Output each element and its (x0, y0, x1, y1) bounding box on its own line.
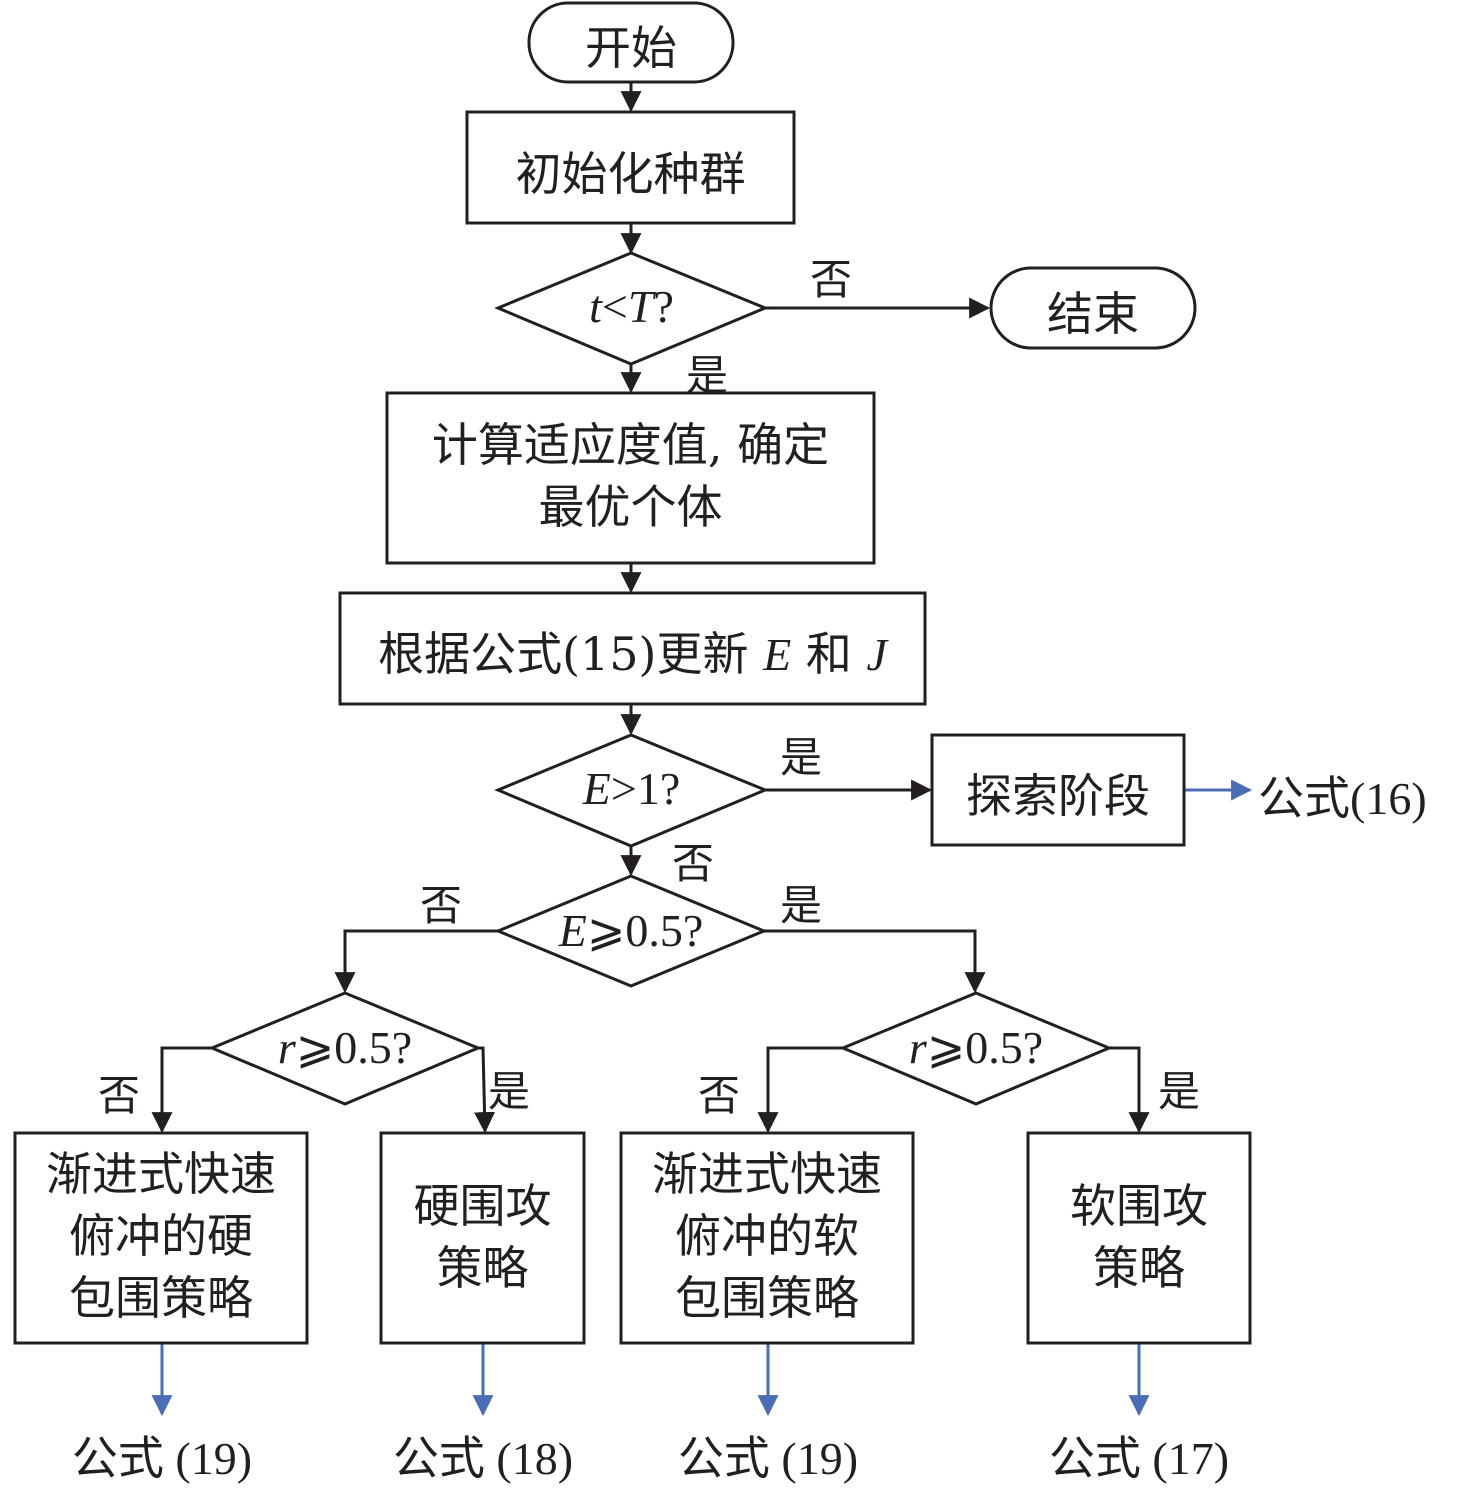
edge-label-cond-e1-yes: 是 (780, 733, 823, 782)
edge-label-cond-t-yes: 是 (686, 351, 729, 400)
edge-cond-e05-left (334, 929, 498, 994)
cond-t-var-T: T (627, 281, 654, 332)
formula-19-left: 公式 (19) (71, 1433, 253, 1484)
update-var-J: J (866, 629, 887, 680)
cond-e05-diamond (494, 874, 768, 988)
hard-dive-box (13, 1131, 309, 1345)
update-text-c: 和 (791, 627, 867, 681)
soft-siege-label: 软围攻 策略 (1028, 1175, 1250, 1299)
hard-dive-label: 渐进式快速 俯冲的硬 包围策略 (15, 1143, 307, 1329)
start-terminal (527, 1, 735, 84)
cond-t-var-t: t (589, 281, 602, 332)
hard-dive-line-1: 渐进式快速 (46, 1147, 276, 1201)
edge-label-r-right-no: 否 (698, 1071, 741, 1120)
fitness-box (385, 391, 876, 565)
cond-r-right-var: r (908, 1022, 927, 1073)
formula-16: 公式(16) (1258, 773, 1427, 824)
fitness-line-1: 计算适应度值, 确定 (431, 418, 830, 472)
edge-r-right-no (757, 1046, 843, 1134)
hard-dive-line-2: 俯冲的硬 (69, 1209, 253, 1263)
start-label: 开始 (585, 21, 677, 75)
update-label: 根据公式(15)更新 E 和 J (340, 618, 925, 684)
edge-r-left-yes (474, 1046, 496, 1134)
update-box (338, 591, 927, 706)
formula-19-right: 公式 (19) (677, 1433, 859, 1484)
soft-dive-label: 渐进式快速 俯冲的软 包围策略 (621, 1143, 913, 1329)
soft-siege-line-1: 软围攻 (1070, 1179, 1208, 1233)
hard-siege-label: 硬围攻 策略 (381, 1175, 584, 1299)
cond-e1-diamond (494, 733, 769, 848)
init-box (465, 110, 796, 225)
formula-17: 公式 (17) (1048, 1433, 1230, 1484)
fitness-line-2: 最优个体 (538, 480, 723, 534)
hard-siege-line-1: 硬围攻 (413, 1179, 552, 1233)
explore-box (930, 733, 1186, 847)
cond-r-right-diamond (839, 991, 1113, 1106)
cond-t-label: t<T? (498, 280, 765, 333)
edge-label-r-left-no: 否 (98, 1071, 141, 1120)
soft-dive-line-2: 俯冲的软 (675, 1209, 859, 1263)
edge-label-cond-t-no: 否 (810, 255, 853, 304)
cond-t-q: ? (653, 281, 674, 332)
edge-label-r-right-yes: 是 (1158, 1067, 1201, 1116)
hard-siege-line-2: 策略 (436, 1241, 529, 1295)
edge-label-r-left-yes: 是 (488, 1067, 531, 1116)
edge-label-cond-e1-no: 否 (672, 839, 715, 888)
cond-e05-var: E (558, 905, 587, 956)
edge-r-left-no (151, 1046, 212, 1134)
cond-e1-rest: >1? (610, 763, 681, 814)
hard-siege-box (379, 1131, 586, 1345)
soft-siege-line-2: 策略 (1093, 1241, 1185, 1295)
cond-e1-var: E (582, 763, 611, 814)
explore-label: 探索阶段 (966, 769, 1150, 823)
hard-dive-line-3: 包围策略 (69, 1271, 253, 1325)
cond-e05-label: E⩾0.5? (498, 903, 764, 957)
cond-r-left-label: r⩾0.5? (212, 1020, 478, 1074)
cond-r-right-label: r⩾0.5? (843, 1020, 1109, 1074)
cond-r-right-rest: ⩾0.5? (926, 1022, 1044, 1073)
cond-r-left-rest: ⩾0.5? (295, 1022, 413, 1073)
soft-dive-line-1: 渐进式快速 (652, 1147, 882, 1201)
cond-t-diamond (494, 251, 769, 366)
init-label: 初始化种群 (515, 147, 746, 201)
cond-r-left-var: r (277, 1022, 296, 1073)
soft-dive-line-3: 包围策略 (675, 1271, 859, 1325)
cond-r-left-diamond (208, 991, 482, 1106)
soft-siege-box (1026, 1131, 1252, 1345)
cond-e1-label: E>1? (498, 762, 765, 815)
cond-t-op: < (601, 281, 628, 332)
soft-dive-box (619, 1131, 915, 1345)
update-var-E: E (763, 629, 792, 680)
edge-r-right-yes (1109, 1046, 1150, 1134)
end-label: 结束 (1047, 287, 1139, 341)
update-text-a: 根据公式(15)更新 (378, 627, 764, 681)
fitness-label: 计算适应度值, 确定 最优个体 (387, 414, 874, 538)
formula-18: 公式 (18) (392, 1433, 574, 1484)
edge-label-cond-e05-no: 否 (420, 881, 463, 930)
edge-label-cond-e05-yes: 是 (780, 881, 823, 930)
cond-e05-rest: ⩾0.5? (586, 905, 704, 956)
edge-cond-e05-right (764, 929, 986, 994)
end-terminal (989, 266, 1197, 350)
